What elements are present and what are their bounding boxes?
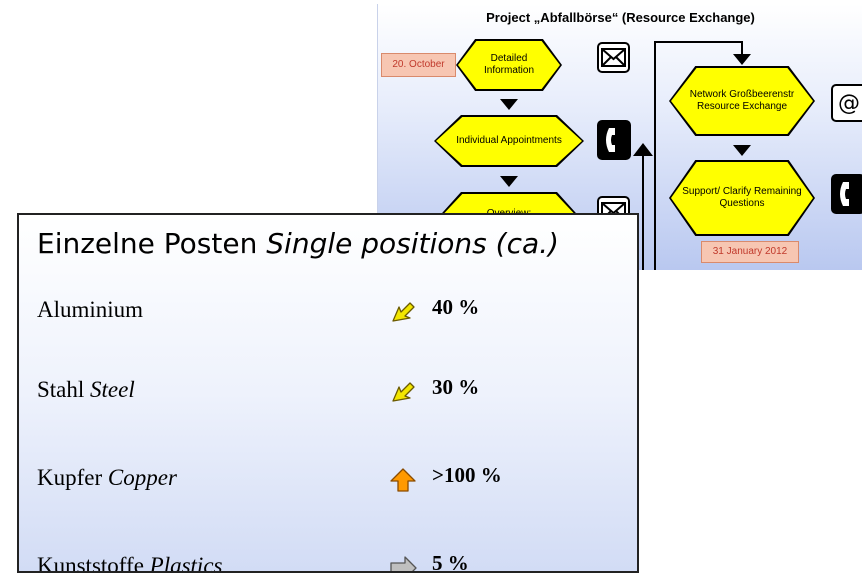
phone-icon — [597, 120, 631, 160]
position-row-steel: Stahl Steel 30 % — [37, 375, 627, 413]
flow-arrow-down — [733, 145, 751, 156]
start-date-tag: 20. October — [381, 53, 456, 77]
step-network-resource-exchange: Network Großbeerenstr Resource Exchange — [669, 66, 815, 136]
title-german: Einzelne Posten — [37, 227, 258, 260]
step-support-clarify: Support/ Clarify Remaining Questions — [669, 160, 815, 236]
slide-title: Einzelne Posten Single positions (ca.) — [37, 227, 559, 260]
position-row-aluminium: Aluminium 40 % — [37, 295, 627, 333]
flowchart-slide: Project „Abfallbörse“ (Resource Exchange… — [377, 4, 862, 270]
end-date-tag: 31 January 2012 — [701, 241, 799, 263]
step-individual-appointments: Individual Appointments — [434, 115, 584, 167]
position-label: Aluminium — [37, 297, 144, 322]
trend-up-arrow-icon — [390, 468, 416, 492]
position-value: >100 % — [432, 463, 502, 487]
position-value: 5 % — [432, 551, 469, 573]
flow-arrow-down — [500, 176, 518, 187]
position-label: Stahl Steel — [37, 377, 135, 402]
connector-line — [654, 41, 656, 270]
connector-line — [654, 41, 742, 43]
flow-arrow-down — [500, 99, 518, 110]
title-english: Single positions (ca.) — [266, 227, 559, 260]
position-label: Kupfer Copper — [37, 465, 177, 490]
flow-arrow-down — [733, 54, 751, 65]
connector-line — [642, 156, 644, 270]
trend-down-arrow-icon — [392, 302, 415, 322]
at-sign-icon: @ — [831, 84, 862, 122]
connector-line — [741, 41, 743, 57]
position-row-plastics: Kunststoffe Plastics 5 % — [37, 551, 627, 573]
trend-down-arrow-icon — [392, 382, 415, 402]
trend-right-arrow-icon — [390, 556, 417, 571]
envelope-icon — [597, 42, 630, 73]
flow-arrow-up — [633, 143, 653, 156]
position-value: 40 % — [432, 295, 480, 319]
positions-slide: Einzelne Posten Single positions (ca.) A… — [17, 213, 639, 573]
step-detailed-information: Detailed Information — [456, 39, 562, 91]
phone-icon — [831, 174, 862, 214]
position-label: Kunststoffe Plastics — [37, 553, 223, 573]
position-row-copper: Kupfer Copper >100 % — [37, 463, 627, 501]
flowchart-title: Project „Abfallbörse“ (Resource Exchange… — [486, 10, 755, 25]
position-value: 30 % — [432, 375, 480, 399]
